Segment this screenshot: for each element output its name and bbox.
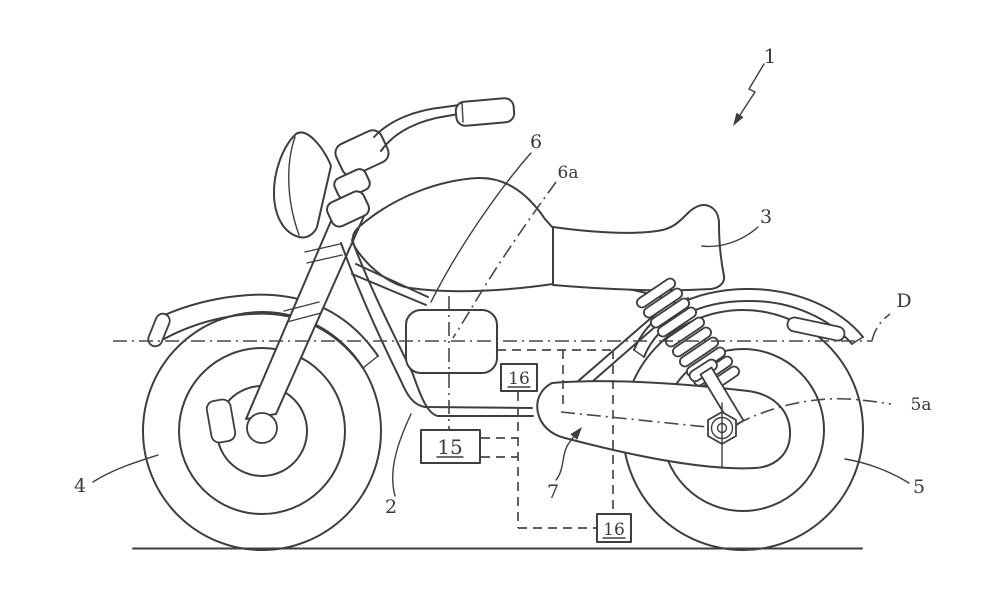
box-16-upper-label: 16 [508,369,530,389]
brake-caliper [205,398,237,444]
leader-6a [452,181,557,339]
leader-2 [392,413,412,497]
front-fender [147,293,379,369]
ref-label-5: 5 [913,476,925,498]
rear-fender-tip [786,316,846,342]
ref-label-3: 3 [760,206,772,228]
front-fork [245,215,365,420]
ref-label-7: 7 [547,481,559,503]
leader-3 [701,226,759,248]
front-tire [142,311,382,551]
front-wheel [142,311,382,551]
leader-7-arrowhead [570,427,582,440]
handlebar-grip [454,97,516,127]
leader-6 [430,152,532,303]
fuel-tank [351,176,554,293]
ref-label-6a: 6a [558,163,579,183]
rear-axle [707,402,737,469]
front-fender-tip [147,312,171,348]
handlebar [373,97,516,152]
box-16-lower-label: 16 [603,520,625,540]
axle-axis-leader [736,397,892,425]
headlight [272,131,332,239]
leader-1-zigzag [739,63,765,116]
box-15-label: 15 [437,435,462,459]
front-axle [246,412,278,444]
sensor-box-16-upper: 16 [500,363,538,392]
leader-d [871,313,891,342]
ref-label-2: 2 [385,496,397,518]
ref-label-6: 6 [530,131,542,153]
front-rim [178,347,346,515]
rear-shock-spring [636,277,740,397]
ref-label-5a: 5a [911,395,932,415]
ref-label-4: 4 [74,475,86,497]
sensor-box-16-lower: 16 [596,513,632,543]
swingarm [536,380,792,470]
steering-stem [326,129,390,228]
leader-4 [92,454,159,483]
seat [552,203,726,292]
reference-labels: 1 2 3 4 5 5a 6 6a 7 D [74,44,932,518]
leader-5 [844,458,910,484]
wiring-dashed [481,349,614,529]
control-box-15: 15 [420,429,481,464]
leader-1-arrowhead [733,112,744,126]
ref-label-1: 1 [764,44,777,68]
ref-label-d: D [896,290,911,312]
